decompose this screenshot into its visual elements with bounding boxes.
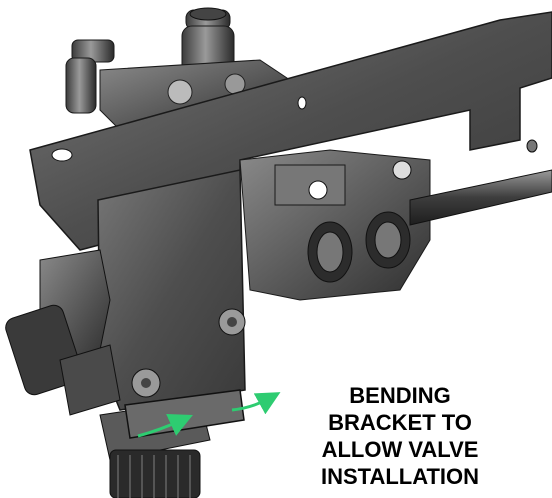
bend-direction-arrow-icon	[137, 392, 281, 438]
bent-bracket-tab	[124, 389, 245, 439]
caption-line-3: ALLOW VALVE	[321, 437, 479, 462]
vertical-bracket-plate	[97, 169, 246, 411]
bending-instruction-caption: BENDING BRACKET TO ALLOW VALVE INSTALLAT…	[300, 382, 500, 490]
caption-line-2: BRACKET TO	[328, 410, 472, 435]
bracket-bolt-upper	[218, 308, 246, 336]
actuator-rod	[409, 169, 552, 226]
caption-line-1: BENDING	[349, 383, 451, 408]
caption-line-4: INSTALLATION	[320, 464, 480, 489]
bracket-bolt-lower	[131, 368, 161, 398]
side-valve-body	[239, 149, 431, 301]
top-fitting-left	[65, 39, 115, 114]
